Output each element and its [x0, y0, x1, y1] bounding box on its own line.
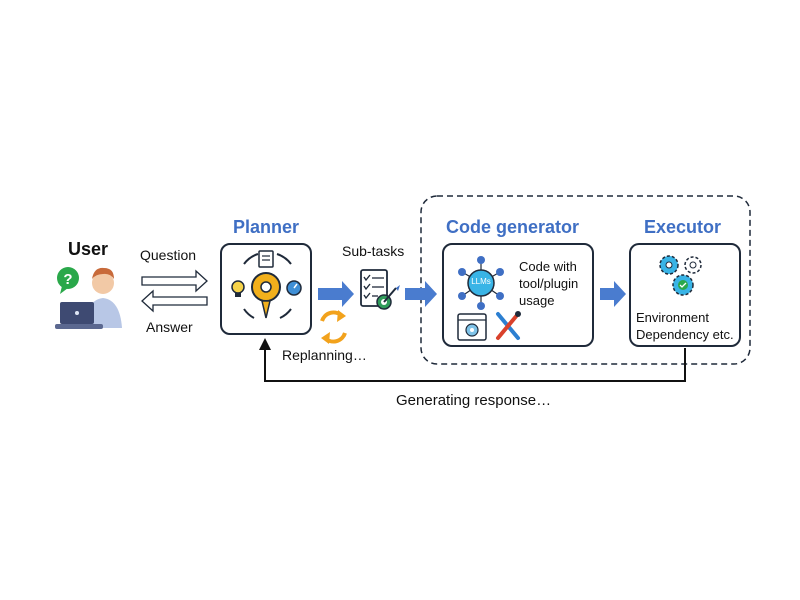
- question-label: Question: [140, 247, 197, 263]
- subtasks-label: Sub-tasks: [342, 243, 405, 259]
- feedback-loop-line: [264, 348, 686, 382]
- code-generator-description: Code with tool/plugin usage: [519, 258, 578, 309]
- executor-desc-line: Environment: [636, 310, 709, 325]
- planner-title: Planner: [233, 217, 300, 237]
- generating-response-label: Generating response…: [396, 392, 552, 409]
- code-generator-title: Code generator: [446, 217, 580, 237]
- subtasks-to-codegen-arrow: [405, 281, 437, 307]
- feedback-arrowhead: [259, 338, 271, 350]
- executor-box: [629, 243, 741, 347]
- replanning-label: Replanning…: [282, 347, 367, 363]
- code-generator-desc-line: Code with: [519, 259, 577, 274]
- dashed-group-border: [420, 195, 751, 365]
- planner-to-subtasks-arrow: [318, 281, 354, 307]
- code-generator-desc-line: usage: [519, 293, 555, 308]
- executor-description: Environment Dependency etc.: [636, 309, 734, 343]
- llm-badge-label: LLMs: [471, 277, 491, 286]
- answer-label: Answer: [146, 319, 193, 335]
- replanning-cycle-icon: [320, 310, 347, 344]
- codegen-to-executor-arrow: [600, 281, 626, 307]
- user-title: User: [68, 239, 109, 259]
- answer-arrow: [141, 289, 208, 313]
- question-arrow: [141, 269, 208, 293]
- executor-title: Executor: [644, 217, 722, 237]
- code-generator-desc-line: tool/plugin: [519, 276, 579, 291]
- executor-desc-line: Dependency etc.: [636, 327, 734, 342]
- svg-text:?: ?: [63, 271, 72, 288]
